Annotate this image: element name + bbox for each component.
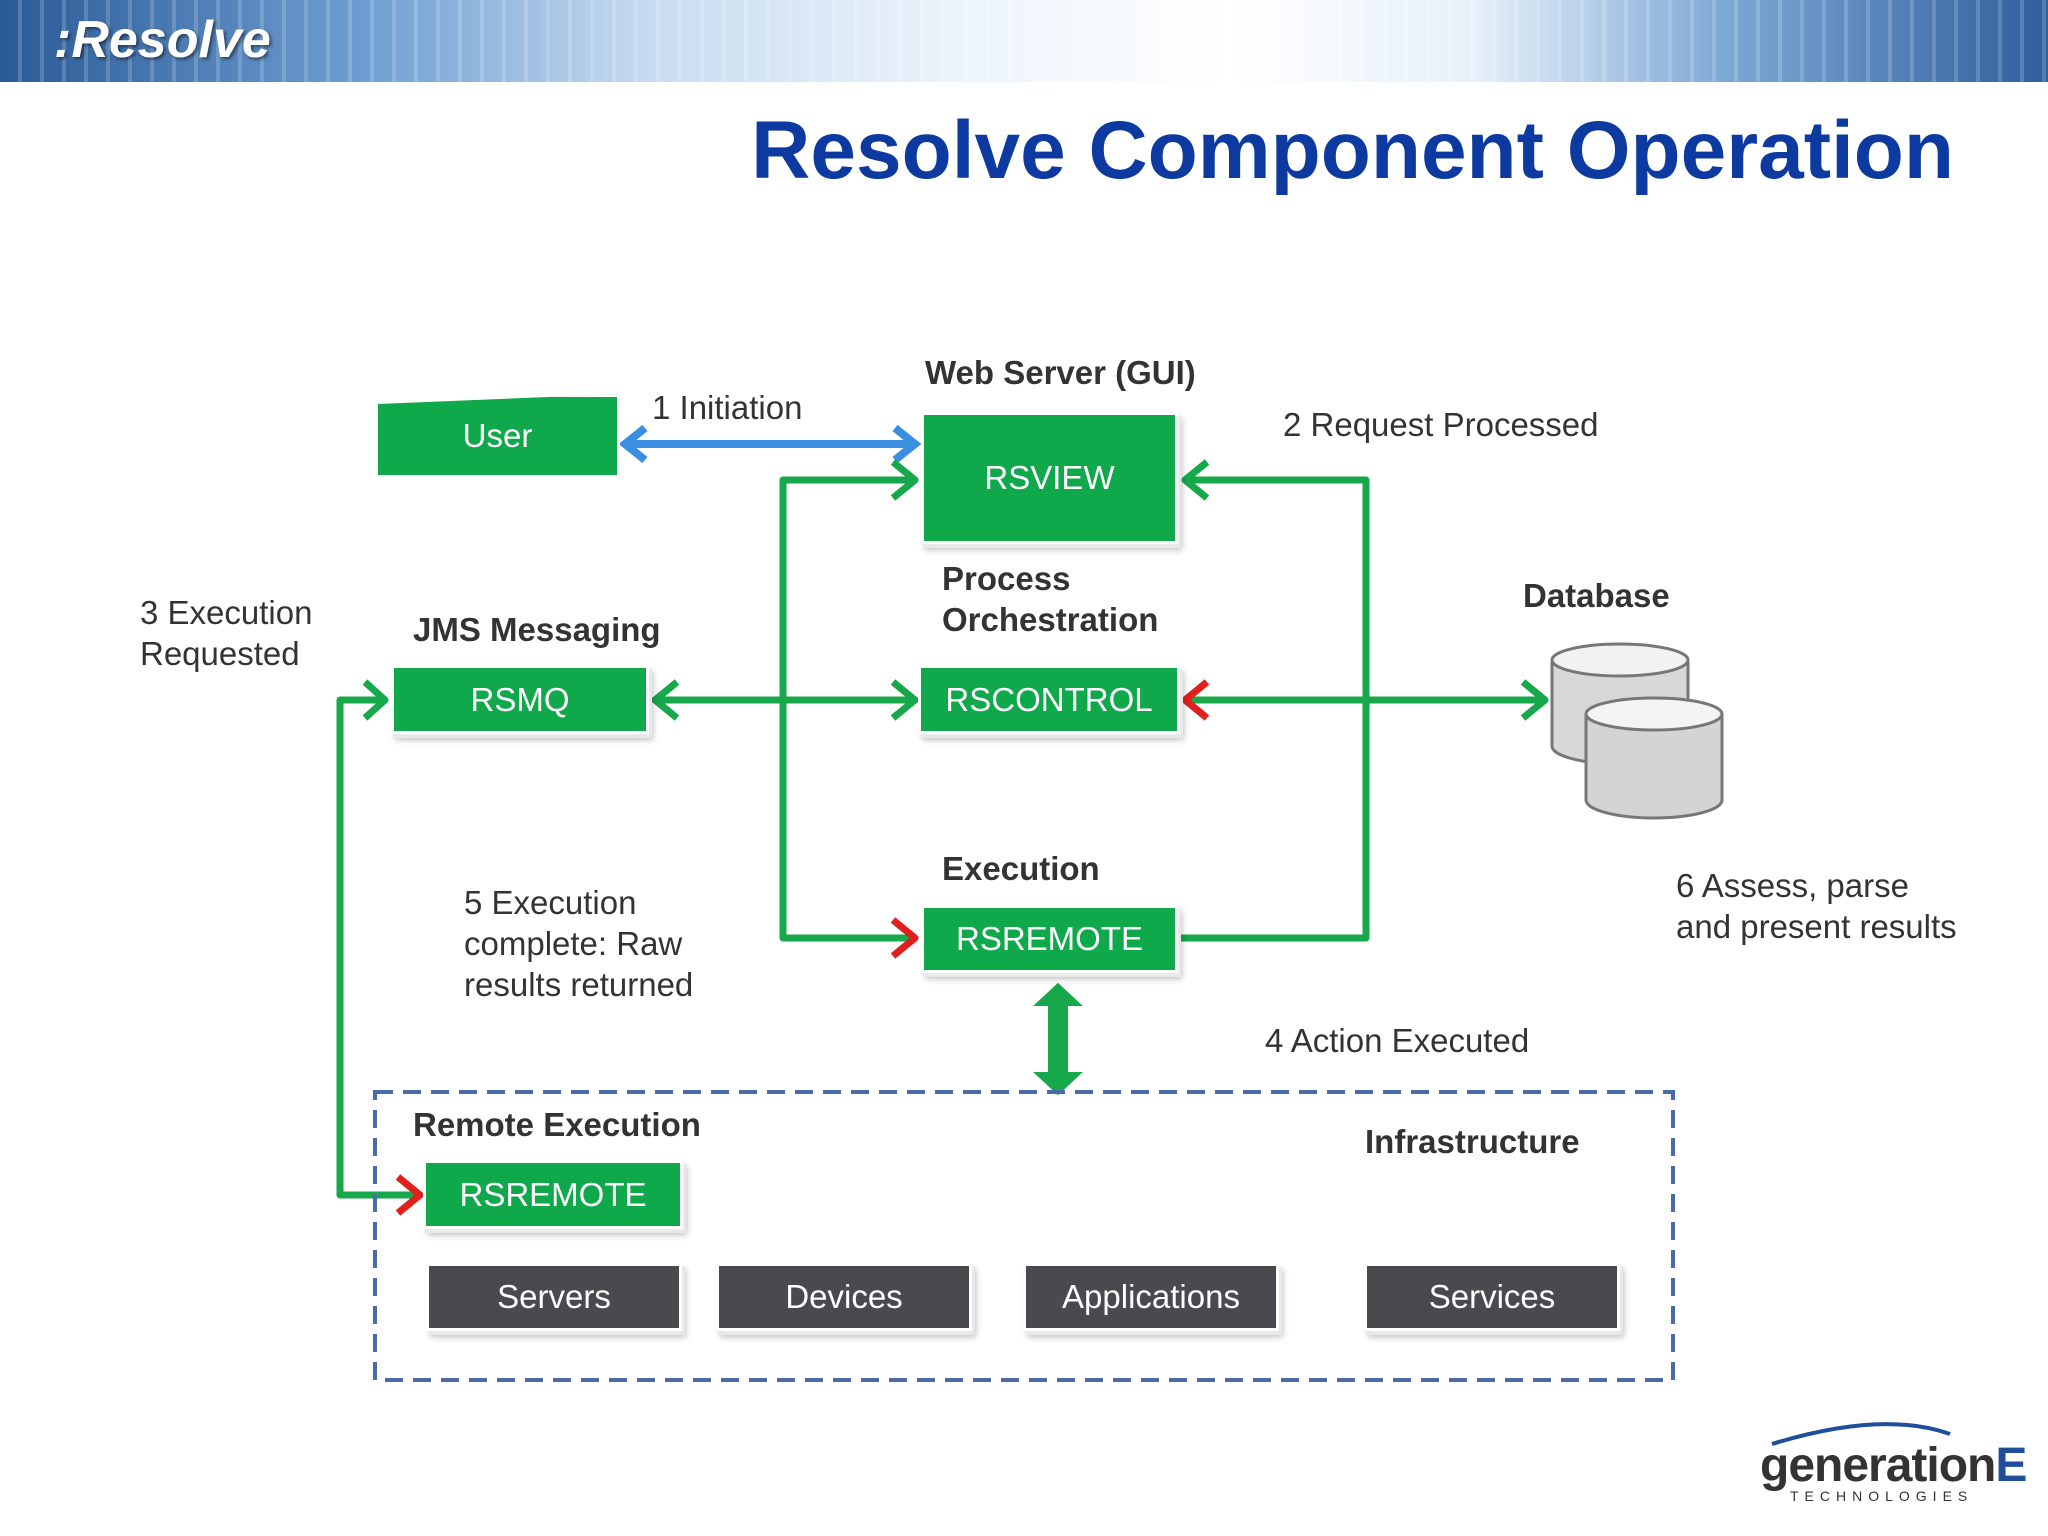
infra-item-devices: Devices (716, 1263, 972, 1331)
rsmq-box: RSMQ (391, 665, 649, 734)
web-server-label: Web Server (GUI) (925, 354, 1196, 391)
step-5-label-line3: results returned (464, 966, 694, 1003)
rsremote-execution-box: RSREMOTE (921, 905, 1178, 973)
step-2-label: 2 Request Processed (1283, 406, 1599, 443)
arrowhead-database (1520, 679, 1549, 721)
initiation-arrow (618, 424, 922, 464)
brand-title: :Resolve (54, 11, 271, 69)
process-orchestration-label-2: Orchestration (942, 601, 1159, 638)
user-box: User (375, 394, 620, 478)
step-3-label-line2: Requested (140, 635, 300, 672)
step-3-label-line1: 3 Execution (140, 594, 313, 631)
header-banner: :Resolve (0, 0, 2048, 82)
banner-decoration (0, 0, 2048, 82)
infra-item-servers: Servers (426, 1263, 682, 1331)
database-label: Database (1523, 577, 1670, 614)
infrastructure-label: Infrastructure (1365, 1123, 1580, 1160)
infra-item-services: Services (1364, 1263, 1620, 1331)
arrowhead-rsview-left (890, 459, 919, 501)
remote-execution-loop (336, 696, 420, 1199)
rsview-box: RSVIEW (921, 412, 1178, 544)
process-orchestration-label-1: Process (942, 560, 1071, 597)
step-5-label-line2: complete: Raw (464, 925, 683, 962)
logo-wordmark: generationE (1760, 1439, 2027, 1492)
step-1-label: 1 Initiation (652, 389, 803, 426)
rscontrol-box: RSCONTROL (918, 665, 1180, 734)
arrowhead-rscontrol-right (1181, 679, 1210, 721)
orchestration-trunk (779, 476, 915, 942)
database-icon (1550, 642, 1724, 820)
jms-messaging-label: JMS Messaging (413, 611, 661, 648)
arrowhead-remote-rsremote (395, 1174, 424, 1216)
arrowhead-rsmq (651, 679, 680, 721)
remote-execution-label: Remote Execution (413, 1106, 701, 1143)
arrowhead-rsmq-left (362, 679, 389, 721)
results-loop (1180, 476, 1370, 942)
generatione-logo: generationE TECHNOLOGIES (1752, 1410, 2032, 1510)
infrastructure-boundary (373, 1090, 1675, 1382)
step-6-label-line1: 6 Assess, parse (1676, 867, 1909, 904)
infra-item-applications: Applications (1023, 1263, 1279, 1331)
arrowhead-rsview-right (1181, 459, 1210, 501)
arrowhead-rscontrol-left (890, 679, 919, 721)
slide-title: Resolve Component Operation (751, 105, 1954, 196)
execution-label: Execution (942, 850, 1100, 887)
step-5-label-line1: 5 Execution (464, 884, 637, 921)
logo-subtitle: TECHNOLOGIES (1790, 1488, 1974, 1504)
step-6-label-line2: and present results (1676, 908, 1957, 945)
logo-swoosh-icon (1771, 1422, 1951, 1446)
rsremote-remote-box: RSREMOTE (423, 1160, 683, 1229)
arrowhead-rsremote-left (890, 917, 919, 959)
action-executed-arrow (1022, 977, 1094, 1101)
step-4-label: 4 Action Executed (1265, 1022, 1530, 1059)
